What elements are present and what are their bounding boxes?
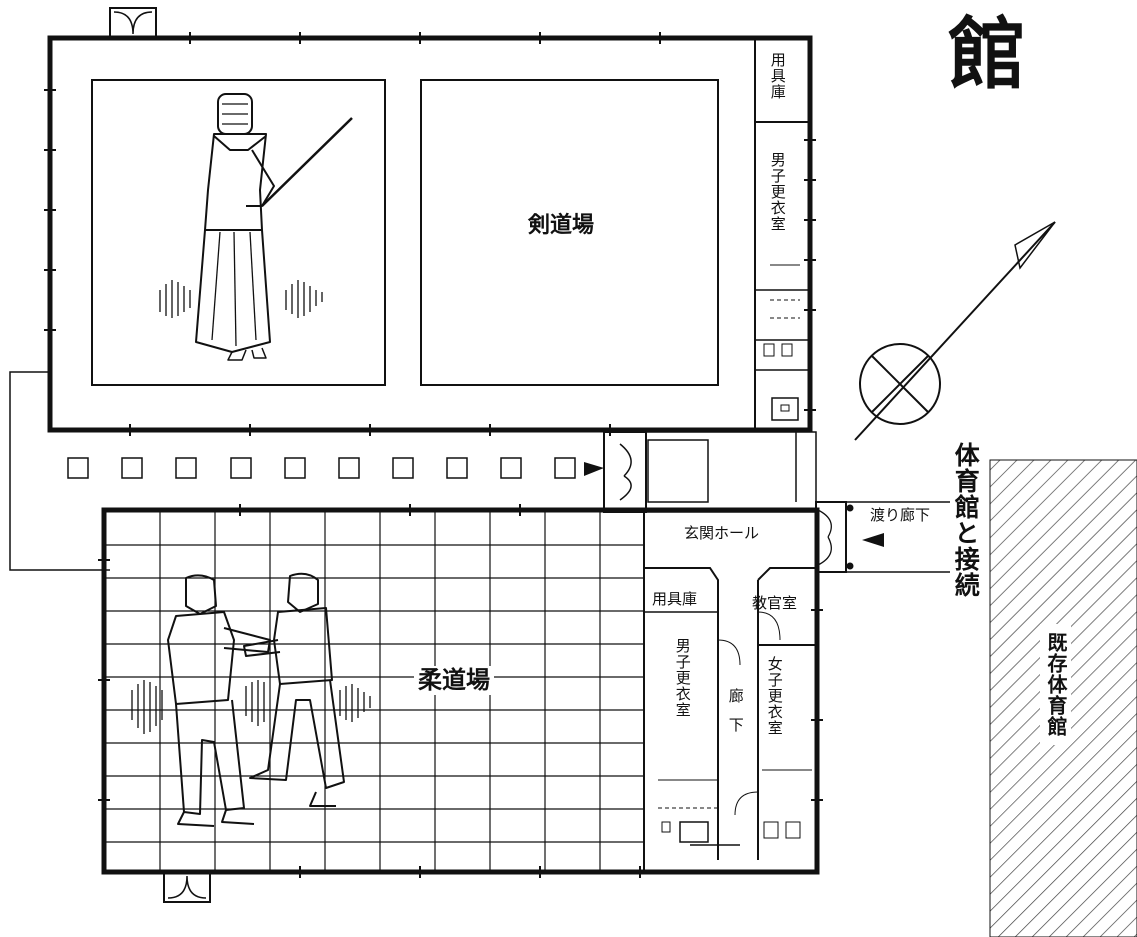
- judo-building: [98, 501, 950, 903]
- instructor-room-label: 教官室: [752, 594, 798, 612]
- judo-figures-illustration: [131, 572, 371, 827]
- kendo-figure-illustration: [159, 93, 353, 361]
- bridge-arrow-icon: [862, 533, 884, 547]
- mens-locker-lower-label: 男子更衣室: [673, 638, 692, 718]
- building-title-partial: 館: [948, 9, 1027, 100]
- existing-gym-label: 既存体育館: [1040, 624, 1071, 745]
- north-arrow-icon: [854, 221, 1056, 441]
- outer-wall-outline: [9, 371, 110, 571]
- storage-lower-label: 用具庫: [652, 590, 698, 608]
- storage-upper-label: 用具庫: [768, 52, 787, 100]
- mens-locker-upper-label: 男子更衣室: [768, 152, 787, 232]
- stepping-stones: [67, 457, 576, 479]
- kendo-building: [44, 7, 816, 436]
- entrance-arrow-icon: [584, 462, 604, 476]
- womens-locker-label: 女子更衣室: [765, 656, 784, 736]
- entrance-hall-label: 玄関ホール: [684, 524, 760, 542]
- gym-connection-label: 体育館と接続: [951, 442, 981, 598]
- judo-hall-label: 柔道場: [414, 666, 494, 696]
- kendo-hall-label: 剣道場: [528, 213, 595, 238]
- corridor-label: 廊下: [726, 688, 745, 746]
- bridge-corridor-label: 渡り廊下: [870, 506, 931, 524]
- entrance-block: [603, 431, 817, 513]
